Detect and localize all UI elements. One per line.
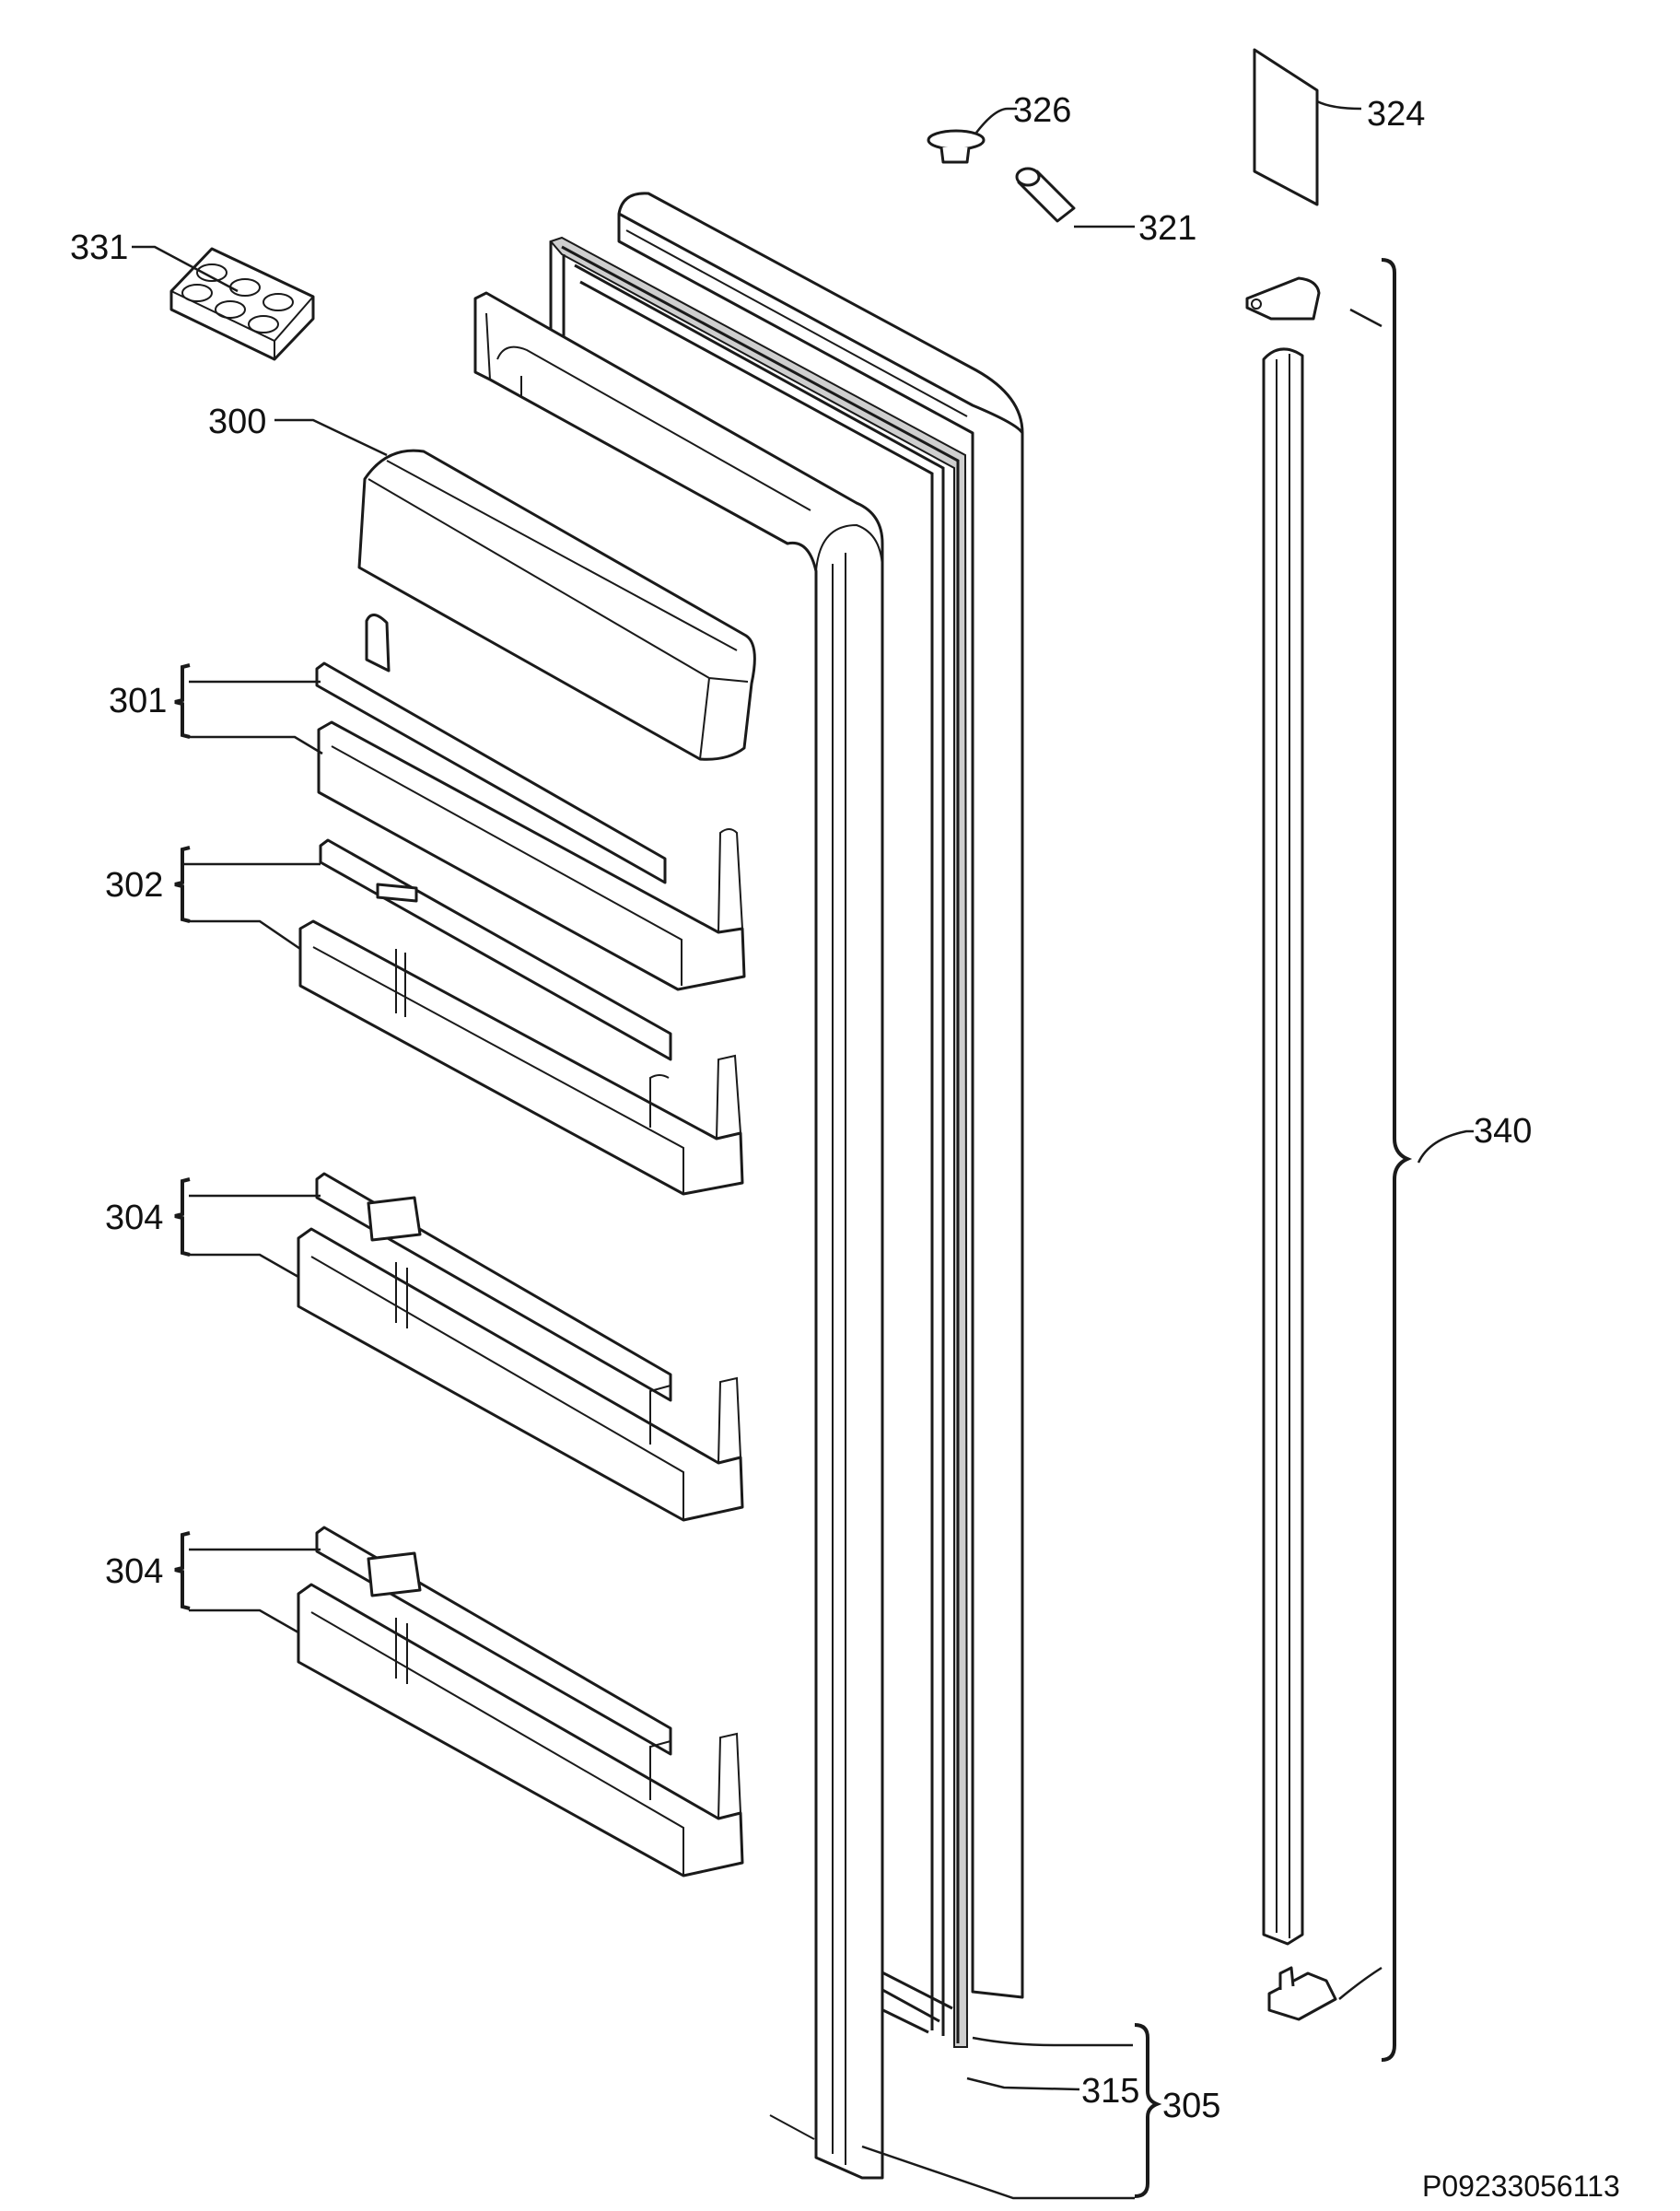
label-304-lower: 304	[105, 1552, 163, 1591]
label-321: 321	[1138, 209, 1196, 248]
hinge-strip-assembly	[1245, 276, 1337, 2021]
hinge-pin	[1015, 167, 1076, 223]
door-shelf-304-upper	[297, 1172, 744, 1522]
door-shelf-302	[298, 838, 744, 1196]
drawing-code: P09233056113	[1422, 2170, 1620, 2203]
braces	[174, 258, 1413, 2198]
hinge-clip	[927, 129, 986, 164]
leader-lines	[132, 99, 1474, 2200]
label-304-upper: 304	[105, 1199, 163, 1237]
label-324: 324	[1367, 95, 1425, 134]
dairy-compartment	[357, 449, 756, 761]
label-326: 326	[1013, 91, 1071, 130]
door-outer-panel	[617, 192, 1024, 1999]
egg-tray	[169, 247, 315, 361]
label-302: 302	[105, 866, 163, 905]
label-315: 315	[1081, 2072, 1139, 2111]
label-305: 305	[1162, 2087, 1220, 2125]
door-gasket	[549, 236, 969, 2048]
door-shelf-301	[315, 614, 746, 991]
label-340: 340	[1474, 1112, 1532, 1151]
label-300: 300	[208, 403, 266, 441]
door-shelf-304-lower	[297, 1526, 744, 1878]
label-card	[1253, 48, 1319, 206]
label-331: 331	[70, 228, 128, 267]
door-inner-liner	[473, 291, 884, 2180]
label-301: 301	[109, 682, 167, 720]
